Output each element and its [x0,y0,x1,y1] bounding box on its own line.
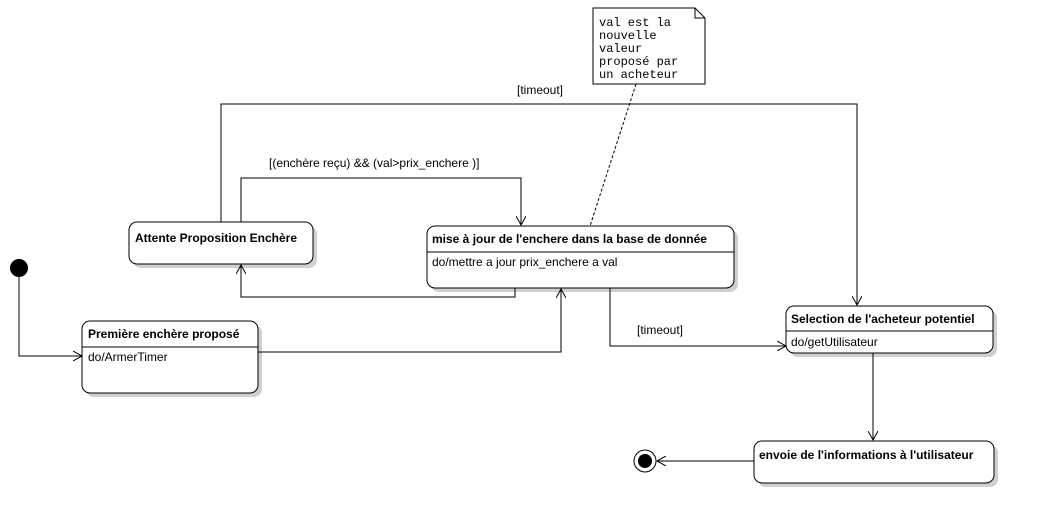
state-mise-a-jour-activity: do/mettre a jour prix_enchere a val [432,255,617,269]
state-envoie-title: envoie de l'informations à l'utilisateur [759,448,974,462]
state-premiere-enchere: Première enchère proposé do/ArmerTimer [81,320,262,397]
transition-mise-a-jour-to-selection [609,288,786,346]
transition-attente-to-mise-a-jour [240,177,521,225]
note-line-1: val est la [599,16,671,30]
note-line-2: nouvelle [599,29,657,43]
state-selection-activity: do/getUtilisateur [791,335,878,349]
state-attente-proposition: Attente Proposition Enchère [128,221,317,268]
guard-timeout-top: [timeout] [517,83,563,97]
note-val: val est la nouvelle valeur proposé par u… [592,7,706,85]
state-premiere-activity: do/ArmerTimer [88,350,168,364]
guard-enchere-recu: [(enchère reçu) && (val>prix_enchere )] [269,156,479,170]
final-state [633,449,657,473]
state-selection-acheteur: Selection de l'acheteur potentiel do/get… [785,305,997,357]
note-line-4: proposé par [599,55,678,69]
state-mise-a-jour: mise à jour de l'enchere dans la base de… [426,225,738,292]
transition-attente-to-selection [220,103,857,305]
state-selection-title: Selection de l'acheteur potentiel [791,312,975,326]
guard-timeout-mid: [timeout] [637,323,683,337]
note-line-3: valeur [599,42,642,56]
state-mise-a-jour-title: mise à jour de l'enchere dans la base de… [432,232,707,246]
note-anchor-line [589,83,637,227]
state-premiere-title: Première enchère proposé [88,327,240,341]
state-envoie-informations: envoie de l'informations à l'utilisateur [753,440,998,487]
transition-premiere-to-mise-a-jour [258,289,561,353]
transition-mise-a-jour-to-attente [241,265,516,298]
state-attente-title: Attente Proposition Enchère [135,231,297,245]
note-line-5: un acheteur [599,68,678,82]
transition-initial-to-premiere [18,277,82,356]
initial-state [10,259,28,277]
